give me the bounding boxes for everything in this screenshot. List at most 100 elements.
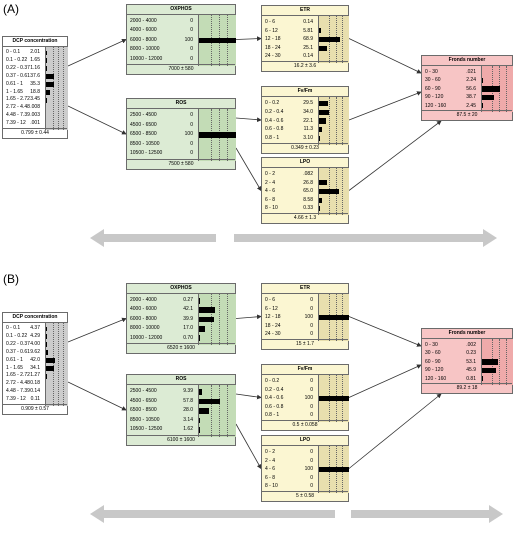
- fvfm-state-label: 0.2 - 0.4: [265, 108, 284, 115]
- lpo-state-label: 2 - 4: [265, 179, 276, 186]
- fvfm-probability-bar: [319, 109, 330, 115]
- fronds-state-probability: 53.1: [466, 358, 476, 365]
- ros-state-probability: 100: [184, 131, 193, 138]
- dcp-gridline: [53, 47, 55, 130]
- fvfm-state-label: 0 - 0.2: [265, 378, 280, 384]
- dcp-state-probability: 4.37: [30, 325, 40, 331]
- fvfm-gridline: [328, 97, 330, 145]
- fronds-histogram: [481, 339, 513, 385]
- oxphos-mean-sd: 7000 ± 580: [127, 64, 235, 74]
- oxphos-state-probability: 0: [190, 18, 193, 24]
- oxphos-probability-bar: [199, 316, 214, 323]
- oxphos-gridline: [227, 294, 229, 345]
- oxphos-histogram: [198, 294, 236, 345]
- dcp-state-probability: 4.29: [30, 332, 40, 339]
- ros-probability-bar: [199, 417, 201, 424]
- ros-histogram: [198, 385, 236, 437]
- link-ros-fvfm: [235, 393, 262, 400]
- ros-state-probability: 0: [190, 112, 193, 118]
- fronds-mean-sd: 87.5 ± 20: [422, 110, 512, 120]
- fronds-probability-bar: [482, 86, 500, 92]
- dcp-state-label: 0.61 - 1: [6, 356, 23, 363]
- link-ros-lpo: [235, 423, 262, 470]
- ros-state-label: 4500 - 6500: [130, 397, 157, 404]
- fronds-row: 0 - 30.021: [422, 68, 512, 76]
- fvfm-row: 0.4 - 0.6 22.1: [262, 117, 348, 126]
- dcp-probability-bar: [46, 90, 51, 95]
- link-dcp-ros: [67, 381, 127, 411]
- ros-probability-bar: [199, 408, 210, 414]
- etr-probability-bar: [319, 28, 321, 34]
- fvfm-probability-bar: [319, 100, 328, 107]
- lpo-title: LPO: [262, 436, 348, 446]
- dcp-state-label: 0.1 - 0.22: [6, 332, 28, 339]
- oxphos-probability-bar: [199, 307, 215, 313]
- oxphos-state-label: 10000 - 12000: [130, 334, 163, 341]
- fvfm-probability-bar: [319, 135, 320, 142]
- fronds-state-probability: 0.81: [466, 375, 476, 382]
- dcp-state-label: 1 - 1.65: [6, 88, 23, 95]
- dcp-state-label: 7.39 - 12: [6, 396, 26, 403]
- dcp-state-label: 2.72 - 4.48: [6, 104, 30, 111]
- link-ros-lpo: [235, 147, 262, 192]
- dcp-probability-bar: [46, 74, 55, 79]
- fvfm-state-label: 0.4 - 0.6: [265, 117, 284, 124]
- fvfm-state-probability: 22.1: [303, 117, 313, 124]
- fvfm-state-label: 0 - 0.2: [265, 100, 280, 106]
- dcp-state-probability: 1.27: [30, 372, 40, 379]
- lpo-state-label: 6 - 8: [265, 196, 276, 203]
- fronds-state-label: 30 - 60: [425, 350, 441, 357]
- oxphos-mean-sd: 6520 ± 1600: [127, 343, 235, 353]
- etr-state-probability: 0: [310, 331, 313, 338]
- fronds-state-probability: 2.24: [466, 77, 476, 84]
- ros-probability-bar: [199, 388, 203, 395]
- lpo-state-probability: 0: [310, 457, 313, 464]
- fronds-state-label: 60 - 90: [425, 85, 441, 92]
- lpo-state-probability: 65.0: [303, 188, 313, 195]
- fvfm-state-probability: 100: [304, 395, 313, 402]
- dcp-state-label: 0 - 0.1: [6, 49, 21, 55]
- etr-state-label: 12 - 18: [265, 314, 281, 321]
- fvfm-probability-bar: [319, 127, 323, 133]
- dcp-histogram: [45, 323, 68, 406]
- fvfm-mean-sd: 0.5 ± 0.058: [262, 420, 348, 430]
- fronds-state-label: 90 - 120: [425, 94, 444, 101]
- fvfm-state-probability: 0: [310, 403, 313, 410]
- lpo-state-probability: 0: [310, 483, 313, 490]
- dcp-state-probability: 9.62: [30, 348, 40, 355]
- fronds-gridline: [499, 66, 501, 112]
- lpo-state-probability: .082: [303, 171, 313, 177]
- dcp-state-label: 0 - 0.1: [6, 325, 21, 331]
- fronds-probability-bar: [482, 78, 483, 84]
- oxphos-state-label: 6000 - 8000: [130, 315, 157, 322]
- etr-state-probability: 0.14: [303, 53, 313, 60]
- etr-mean-sd: 15 ± 1.7: [262, 339, 348, 349]
- dcp-probability-bar: [46, 326, 47, 332]
- dcp-state-probability: 35.3: [30, 80, 40, 87]
- fvfm-state-label: 0.2 - 0.4: [265, 386, 284, 393]
- lpo-histogram: [318, 446, 349, 493]
